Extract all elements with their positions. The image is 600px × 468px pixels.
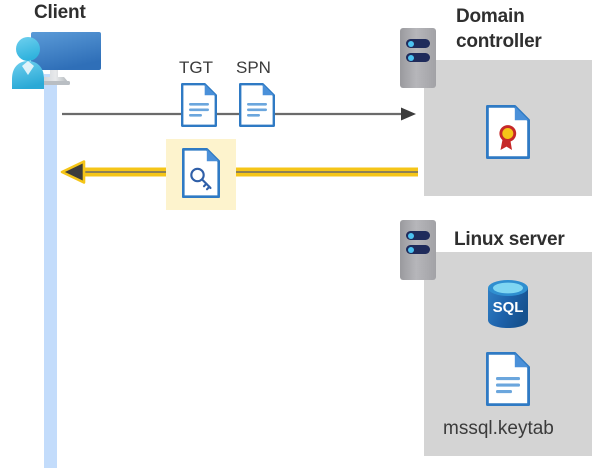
request-arrow-client-to-domain-controller bbox=[62, 106, 416, 122]
response-arrow-domain-controller-to-client bbox=[60, 160, 418, 184]
tgt-document-icon bbox=[181, 83, 217, 132]
tgt-label: TGT bbox=[179, 58, 213, 77]
keytab-filename-label: mssql.keytab bbox=[443, 418, 554, 439]
spn-label: SPN bbox=[236, 58, 271, 77]
sql-database-label: SQL bbox=[493, 299, 524, 316]
linux-server-title: Linux server bbox=[454, 229, 565, 250]
linux-server-server-rack-icon bbox=[400, 220, 436, 280]
certificate-document-icon bbox=[486, 105, 530, 164]
client-lifeline-bar bbox=[44, 74, 57, 468]
client-title: Client bbox=[34, 2, 86, 23]
spn-document-icon bbox=[239, 83, 275, 132]
client-workstation-icon bbox=[8, 25, 104, 91]
domain-controller-server-rack-icon bbox=[400, 28, 436, 88]
domain-controller-title: Domain controller bbox=[456, 6, 542, 52]
sql-database-icon: SQL bbox=[484, 278, 532, 335]
keytab-document-icon bbox=[486, 352, 530, 411]
key-document-icon bbox=[182, 148, 220, 203]
